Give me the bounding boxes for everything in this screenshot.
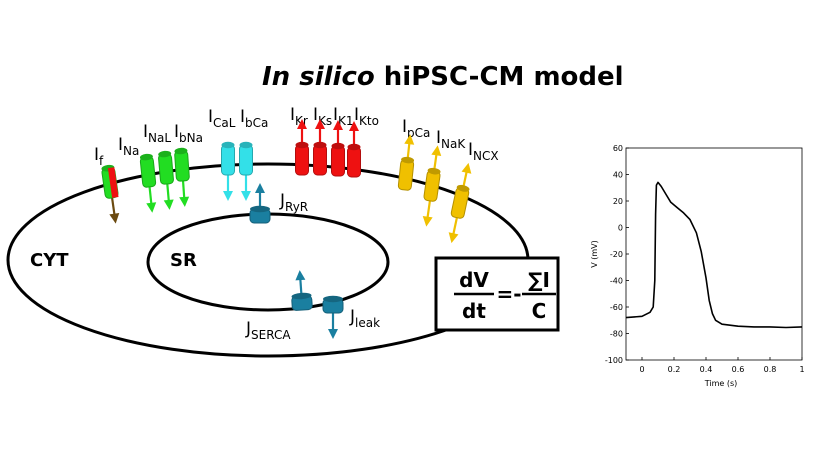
channel-jryr <box>249 183 271 224</box>
x-axis-label: Time (s) <box>704 379 738 388</box>
cytosol-label: CYT <box>30 250 69 271</box>
y-tick-label: 60 <box>613 144 623 153</box>
channel-inal <box>158 150 174 210</box>
plot-area <box>625 147 803 361</box>
x-tick-label: 0 <box>639 365 644 374</box>
current-label-if: If <box>94 145 104 168</box>
current-label-inal: INaL <box>143 122 171 145</box>
channel-ical <box>221 141 235 201</box>
channel-ik1 <box>331 120 345 177</box>
equation-sum-i: ∑I <box>528 268 550 292</box>
current-label-inak: INaK <box>436 128 466 151</box>
figure-title: In silico hiPSC-CM model <box>262 62 624 92</box>
channel-ina <box>139 153 157 213</box>
x-tick-label: 0.4 <box>700 365 713 374</box>
y-axis-label: V (mV) <box>590 240 599 268</box>
current-label-ipca: IpCa <box>402 117 430 140</box>
x-tick-label: 0.6 <box>732 365 745 374</box>
y-tick-label: -40 <box>610 277 623 286</box>
channel-ikto <box>347 121 361 178</box>
channel-ibna <box>174 147 190 207</box>
title-italic: In silico <box>262 62 375 92</box>
flux-label-jleak: Jleak <box>349 307 380 330</box>
current-label-ik1: IK1 <box>333 105 354 128</box>
equation-equals: =- <box>496 282 521 306</box>
equation-dt: dt <box>462 299 486 323</box>
current-label-ina: INa <box>118 135 139 158</box>
current-label-ibca: IbCa <box>240 107 268 130</box>
current-label-incx: INCX <box>468 140 499 163</box>
title-rest: hiPSC-CM model <box>374 62 624 92</box>
pump-jserca <box>291 270 313 311</box>
y-tick-label: -100 <box>605 356 623 365</box>
channel-iks <box>313 119 327 176</box>
channel-if <box>101 164 120 224</box>
y-tick-label: 0 <box>618 224 623 233</box>
current-label-ibna: IbNa <box>174 122 203 145</box>
channel-ikr <box>295 119 309 176</box>
current-label-ikto: IKto <box>354 105 379 128</box>
x-tick-label: 0.2 <box>668 365 681 374</box>
x-tick-label: 1 <box>799 365 804 374</box>
y-tick-label: -20 <box>610 250 623 259</box>
pump-inak <box>422 145 442 227</box>
x-tick-label: 0.8 <box>764 365 777 374</box>
flux-label-jserca: JSERCA <box>245 319 291 342</box>
pump-ipca <box>397 134 415 191</box>
current-label-ical: ICaL <box>208 107 236 130</box>
channel-jleak <box>322 295 344 339</box>
y-tick-label: 20 <box>613 197 623 206</box>
y-tick-label: -80 <box>610 330 623 339</box>
flux-label-jryr: JRyR <box>279 191 308 214</box>
equation: dV dt =- ∑I C <box>454 268 556 323</box>
channel-group <box>101 119 472 339</box>
exchanger-incx <box>448 162 472 244</box>
equation-c: C <box>532 299 547 323</box>
sr-label: SR <box>170 250 197 271</box>
channel-ibca <box>239 141 253 201</box>
voltage-trace <box>625 181 803 329</box>
equation-dv: dV <box>459 268 489 292</box>
y-tick-label: 40 <box>613 171 623 180</box>
y-tick-label: -60 <box>610 303 623 312</box>
